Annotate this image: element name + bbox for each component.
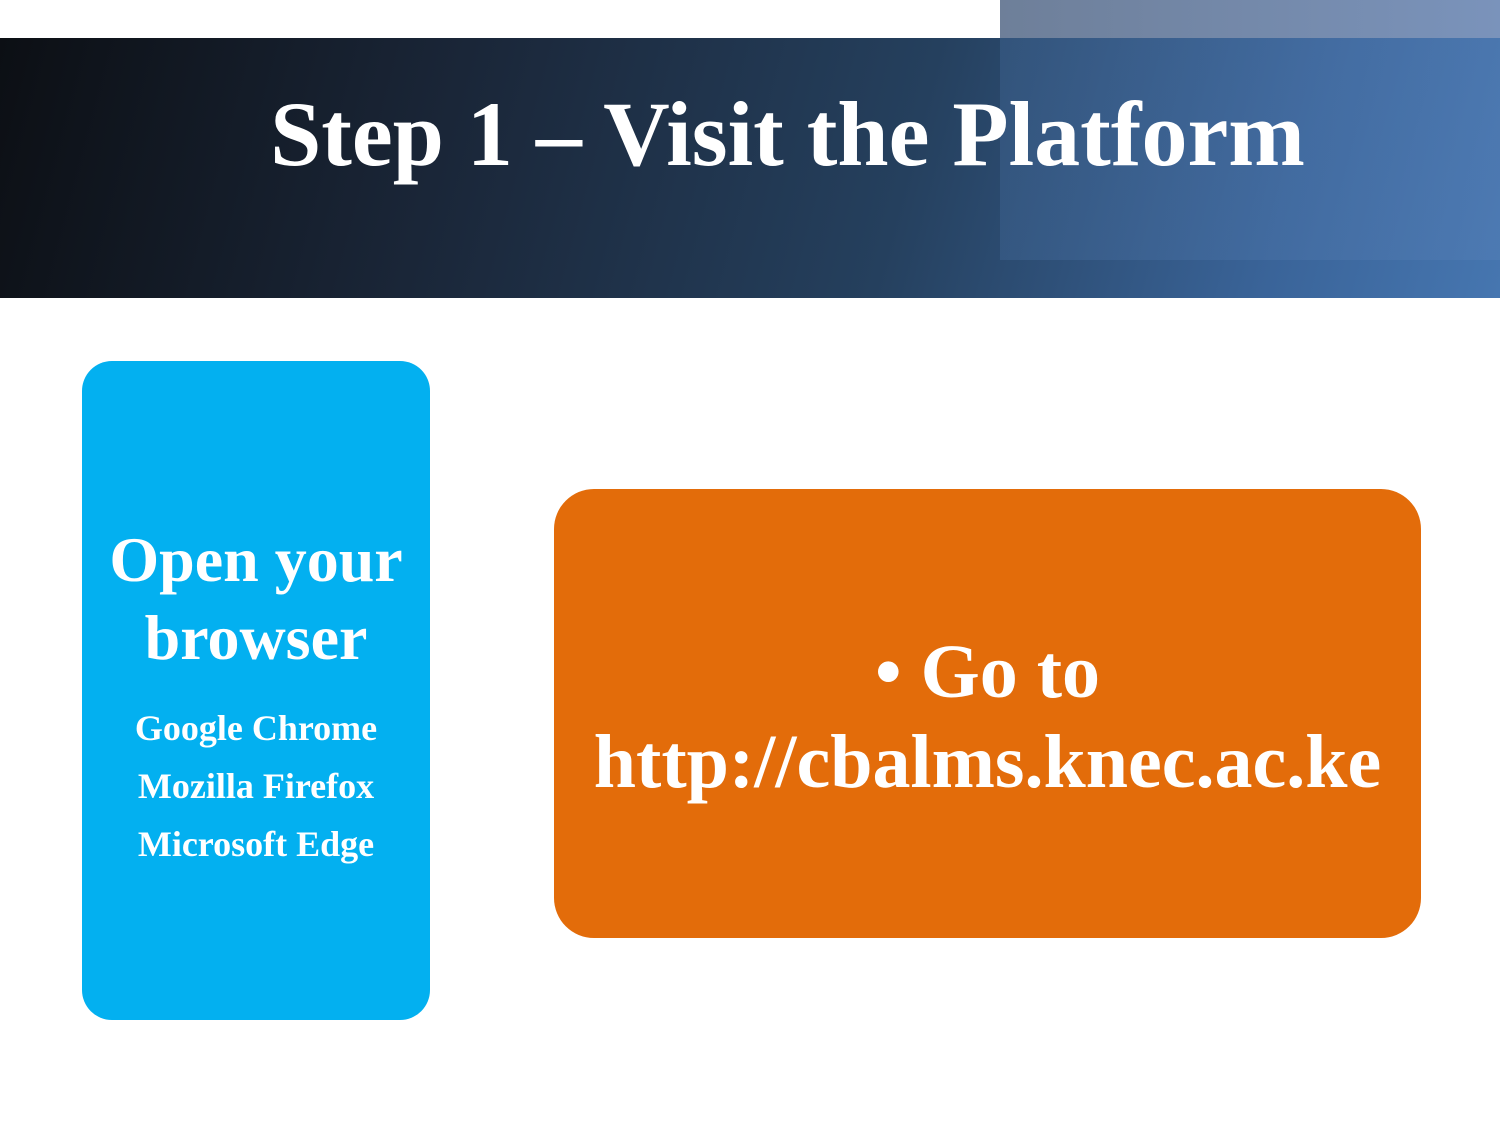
go-to-url-box: • Go to http://cbalms.knec.ac.ke [554,489,1421,938]
open-browser-heading-line2: browser [144,602,368,673]
header-overlay [1000,38,1500,260]
browser-list: Google Chrome Mozilla Firefox Microsoft … [82,699,430,873]
open-browser-heading-line1: Open your [109,524,403,595]
browser-item-edge: Microsoft Edge [137,824,375,864]
header-band [0,38,1500,298]
open-browser-heading: Open your browser [82,521,430,677]
slide-title: Step 1 – Visit the Platform [270,83,1305,185]
open-browser-box: Open your browser Google Chrome Mozilla … [82,361,430,1020]
platform-url: http://cbalms.knec.ac.ke [593,720,1382,804]
browser-item-chrome: Google Chrome [134,708,378,748]
browser-item-firefox: Mozilla Firefox [137,766,375,806]
go-to-label: • Go to [874,630,1101,714]
